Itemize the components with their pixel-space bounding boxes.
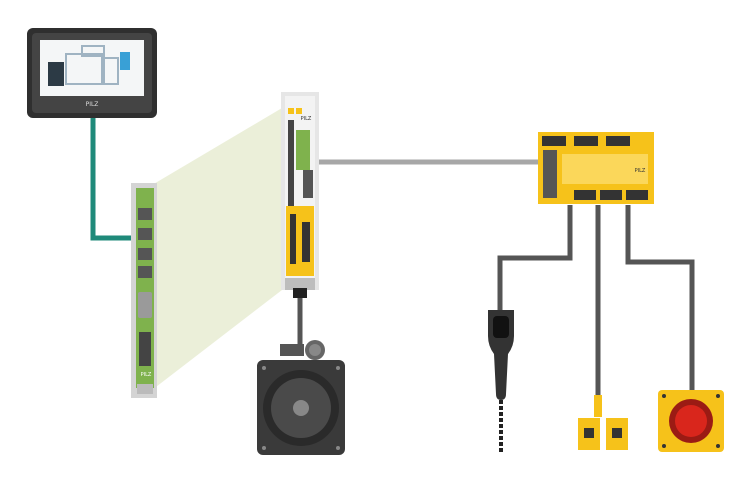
interface-card-icon: PILZ bbox=[131, 183, 157, 398]
door-switch-icon bbox=[578, 395, 628, 450]
enabling-switch-icon bbox=[488, 310, 514, 452]
servo-drive-icon: PILZ bbox=[281, 92, 319, 298]
safety-controller-icon: PILZ bbox=[538, 132, 654, 204]
hmi-brand: PILZ bbox=[86, 101, 99, 108]
controller-brand: PILZ bbox=[635, 168, 646, 174]
enable-switch-cable bbox=[497, 205, 573, 310]
hmi-panel-icon: PILZ bbox=[27, 28, 157, 118]
hmi-cable bbox=[90, 118, 138, 241]
drive-brand: PILZ bbox=[301, 116, 312, 122]
zoom-beam bbox=[152, 108, 282, 390]
estop-cable bbox=[625, 205, 695, 390]
emergency-stop-icon bbox=[658, 390, 724, 452]
servo-motor-icon bbox=[257, 340, 345, 455]
card-brand: PILZ bbox=[141, 372, 152, 378]
